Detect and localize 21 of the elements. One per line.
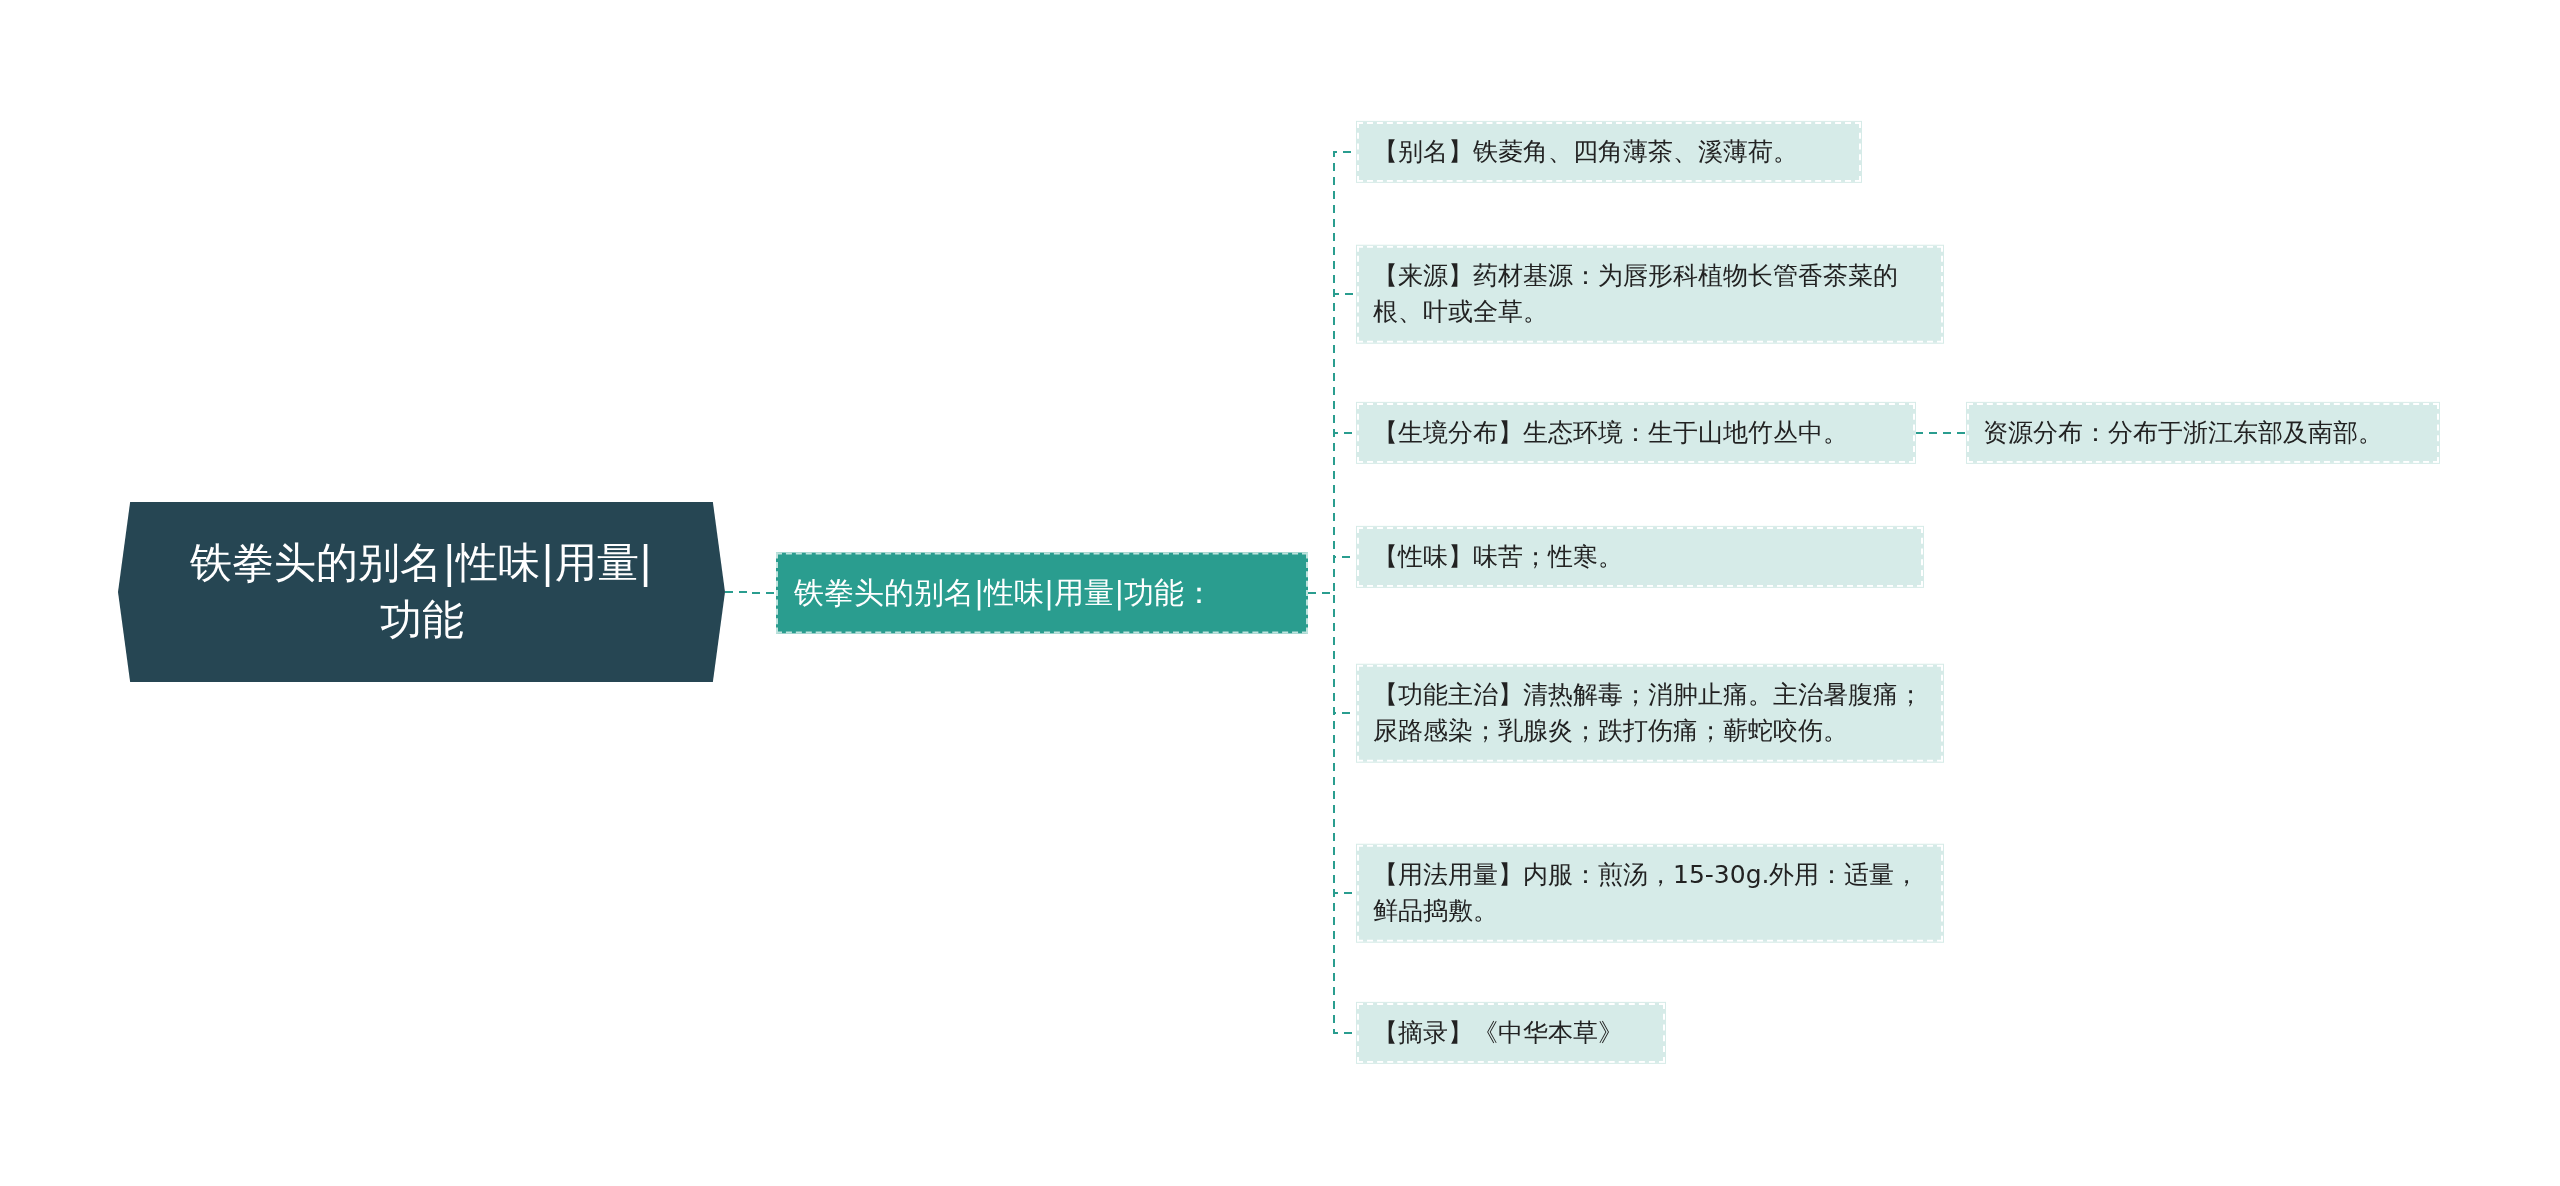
node-text: 【生境分布】生态环境：生于山地竹丛中。 [1373,417,1848,447]
leaf-box [1967,402,2439,464]
leaf-box [1357,402,1915,464]
node-text: 资源分布：分布于浙江东部及南部。 [1983,417,2383,447]
leaf-box [1357,844,1943,942]
node-text: 【功能主治】清热解毒；消肿止痛。主治暑腹痛；尿路感染；乳腺炎；跌打伤痛；蕲蛇咬伤。 [1373,679,1923,745]
node-text: 【性味】味苦；性寒。 [1373,541,1623,571]
leaf-box [1357,664,1943,762]
node-text: 【用法用量】内服：煎汤，15-30g.外用：适量，鲜品捣敷。 [1373,859,1920,925]
node-text: 【来源】药材基源：为唇形科植物长管香茶菜的根、叶或全草。 [1373,260,1898,326]
node-text: 铁拳头的别名|性味|用量|功能： [794,574,1215,610]
node-text: 【摘录】《中华本草》 [1373,1017,1623,1047]
connector [1914,432,1968,434]
branch-box [776,552,1308,634]
leaf-box [1357,1002,1665,1064]
node-text: 铁拳头的别名|性味|用量|功能 [189,537,654,646]
leaf-box [1357,245,1943,343]
node-text: 【别名】铁菱角、四角薄茶、溪薄荷。 [1373,136,1798,166]
leaf-box [1357,121,1861,183]
connector [724,591,777,594]
leaf-box [1357,526,1923,588]
